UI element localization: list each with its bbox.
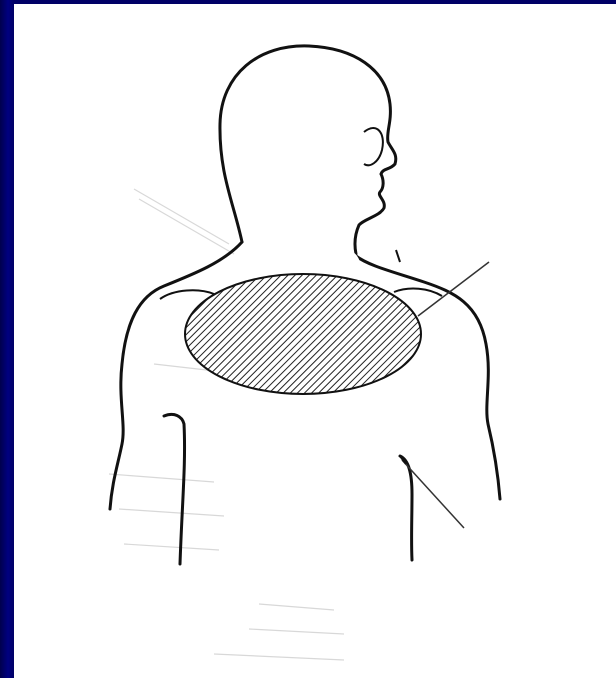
ear-outline bbox=[364, 128, 383, 165]
left-inner-arm-line bbox=[164, 414, 185, 564]
spine-mark bbox=[396, 250, 400, 262]
left-shoulder-contour bbox=[160, 290, 214, 299]
body-diagram bbox=[14, 4, 616, 678]
right-shoulder-contour bbox=[394, 289, 442, 296]
figure-panel bbox=[14, 4, 616, 678]
head-outline bbox=[220, 46, 396, 254]
leader-line-upper-right bbox=[418, 262, 489, 316]
upper-back-hatched-area bbox=[185, 274, 421, 394]
right-inner-arm-line bbox=[400, 456, 412, 560]
